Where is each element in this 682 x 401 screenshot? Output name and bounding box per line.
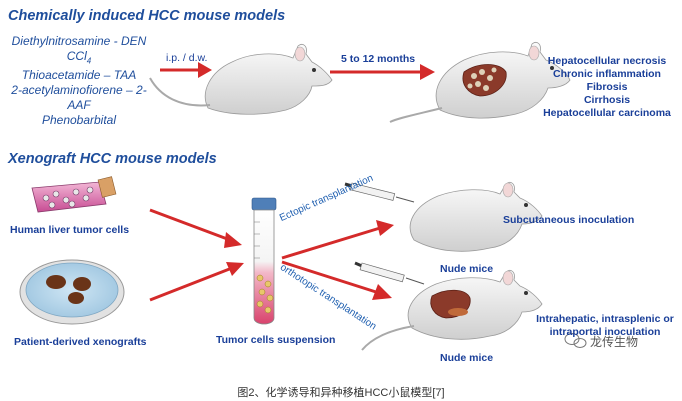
watermark: 龙传生物: [590, 335, 639, 349]
chemical-section-title: Chemically induced HCC mouse models: [8, 8, 286, 24]
intrahepatic-label: Intrahepatic, intrasplenic or intraporta…: [536, 313, 674, 338]
nude-mouse-2: [361, 270, 543, 351]
figure-caption: 图2、化学诱导和异种移植HCC小鼠模型[7]: [237, 387, 445, 399]
mouse-chemical-1: [149, 44, 333, 115]
nude-mice-label-2: Nude mice: [440, 352, 494, 364]
duration-label: 5 to 12 months: [341, 53, 416, 65]
route-label: i.p. / d.w.: [166, 52, 208, 64]
outcome-list: Hepatocellular necrosis Chronic inflamma…: [532, 55, 682, 120]
mouse-chemical-2: [389, 42, 571, 123]
tube-label: Tumor cells suspension: [216, 334, 336, 346]
arrow-to-mouse-1: [160, 62, 212, 78]
xenograft-section-title: Xenograft HCC mouse models: [8, 151, 217, 167]
arrow-to-mouse-2: [330, 64, 435, 80]
drug-ccl4: CCl4: [66, 49, 92, 66]
arrow-ectopic: [281, 220, 394, 260]
drug-den: Diethylnitrosamine - DEN: [11, 34, 147, 48]
nude-mouse-1: [409, 182, 543, 252]
drug-taa: Thioacetamide – TAA: [21, 68, 137, 83]
syringe-2: [354, 261, 425, 285]
source-pdx-label: Patient-derived xenografts: [14, 336, 147, 348]
outcome-inflammation: Chronic inflammation: [553, 68, 661, 80]
drug-aaf-line1: 2-acetylaminofiorene – 2-: [11, 83, 147, 98]
syringe-1: [344, 182, 415, 203]
cell-culture-flask: [31, 176, 117, 213]
outcome-fibrosis: Fibrosis: [586, 81, 628, 93]
outcome-hcc: Hepatocellular carcinoma: [543, 107, 671, 119]
subcutaneous-label: Subcutaneous inoculation: [503, 214, 635, 226]
outcome-necrosis: Hepatocellular necrosis: [547, 55, 667, 67]
nude-mice-label-1: Nude mice: [440, 263, 494, 275]
drug-aaf-line2: AAF: [67, 98, 91, 113]
arrow-flask-to-tube: [149, 208, 242, 248]
wechat-icon: [564, 333, 587, 348]
drug-phenobarbital: Phenobarbital: [41, 113, 117, 128]
petri-dish: [19, 259, 125, 325]
arrow-dish-to-tube: [149, 262, 244, 302]
source-cells-label: Human liver tumor cells: [10, 224, 130, 236]
tumor-cell-tube: [251, 197, 277, 325]
outcome-cirrhosis: Cirrhosis: [583, 94, 631, 106]
drug-list: Diethylnitrosamine - DEN CCl4 Thioacetam…: [4, 34, 154, 128]
arrow-orthotopic: [281, 260, 392, 300]
